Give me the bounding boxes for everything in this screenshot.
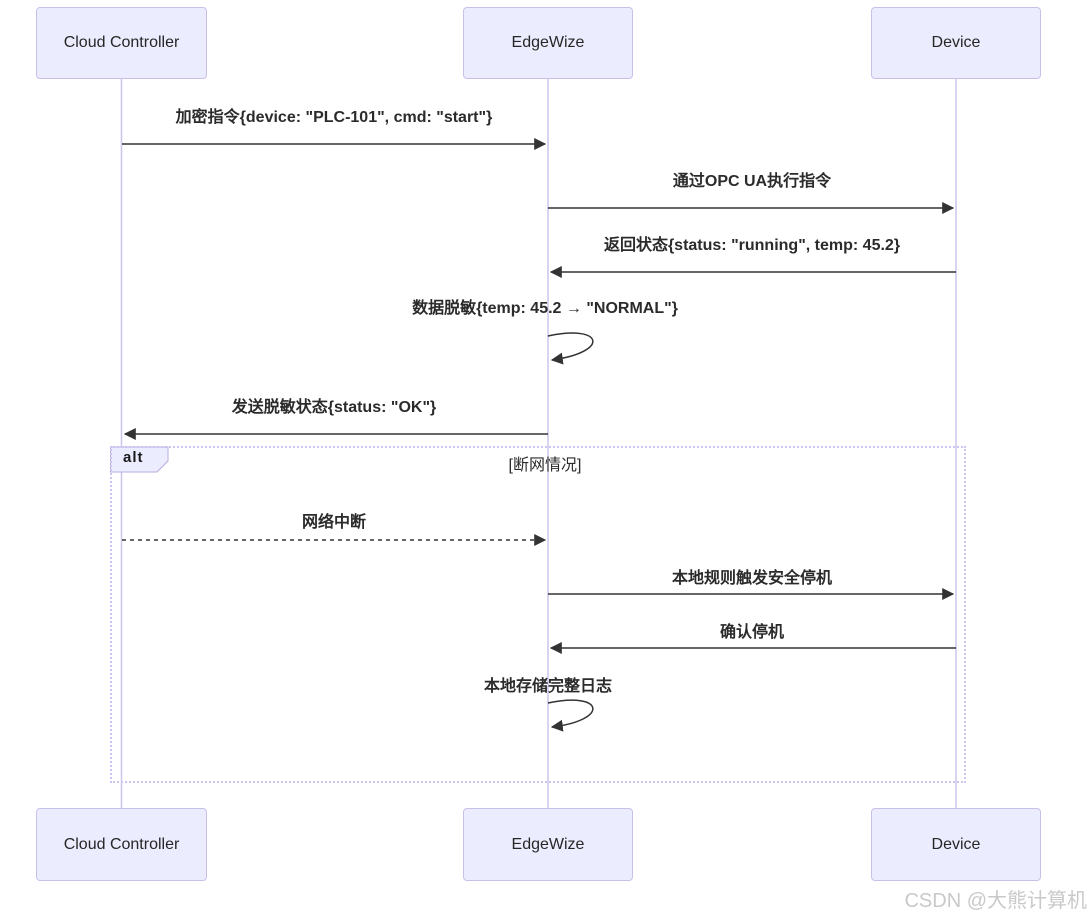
self-loop-arrow-2 (547, 699, 594, 732)
actor-box-device-bottom: Device (871, 808, 1041, 881)
message-label-return-status: 返回状态{status: "running", temp: 45.2} (603, 237, 901, 254)
actor-box-cloud-controller-bottom: Cloud Controller (36, 808, 207, 881)
actor-label: Device (931, 835, 981, 853)
actor-label: EdgeWize (511, 34, 585, 51)
watermark: CSDN @大熊计算机 (904, 890, 1087, 912)
message-label-local-rule-shutdown: 本地规则触发安全停机 (671, 570, 833, 587)
self-loop-arrow-1 (547, 332, 594, 365)
actor-label: Device (931, 34, 981, 51)
alt-frame (110, 446, 966, 783)
actor-box-edgewize-bottom: EdgeWize (463, 808, 633, 881)
alt-condition-label: [断网情况] (508, 457, 582, 474)
message-label-network-interrupt: 网络中断 (301, 514, 367, 531)
message-label-confirm-shutdown: 确认停机 (719, 624, 785, 641)
actor-label: Cloud Controller (63, 835, 180, 853)
actor-box-device-top: Device (871, 7, 1041, 79)
actor-box-edgewize-top: EdgeWize (463, 7, 633, 79)
actor-box-cloud-controller-top: Cloud Controller (36, 7, 207, 79)
message-label-send-masked-status: 发送脱敏状态{status: "OK"} (231, 399, 437, 416)
actor-label: EdgeWize (511, 835, 585, 853)
message-label-encrypt-command: 加密指令{device: "PLC-101", cmd: "start"} (175, 109, 493, 126)
message-label-local-log-storage: 本地存储完整日志 (483, 678, 613, 695)
alt-label: alt (123, 449, 144, 466)
actor-label: Cloud Controller (63, 34, 180, 51)
message-label-data-masking: 数据脱敏{temp: 45.2 → "NORMAL"} (412, 300, 678, 317)
message-label-opcua-execute: 通过OPC UA执行指令 (672, 173, 832, 190)
